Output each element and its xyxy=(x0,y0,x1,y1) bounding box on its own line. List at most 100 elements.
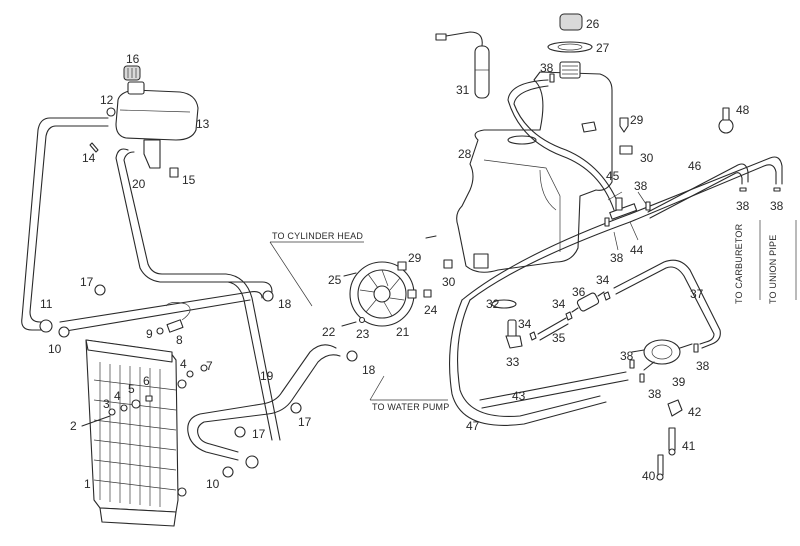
bolt-40 xyxy=(656,454,664,481)
callout-33: 33 xyxy=(506,355,520,369)
cap-16 xyxy=(123,65,141,81)
nut-15 xyxy=(169,167,179,178)
clamp-34c xyxy=(603,291,611,301)
fuel-filter-36 xyxy=(571,291,605,313)
callout-35: 35 xyxy=(552,331,566,345)
leader-water-pump xyxy=(369,375,448,401)
callout-16: 16 xyxy=(126,52,140,66)
callout-13: 13 xyxy=(196,117,210,131)
washer-3 xyxy=(108,408,116,416)
hose-11 xyxy=(21,117,263,333)
clip-32 xyxy=(491,299,517,309)
callout-38h: 38 xyxy=(696,359,710,373)
expansion-tank xyxy=(115,81,199,169)
bolt-41 xyxy=(668,427,676,456)
callout-18a: 18 xyxy=(278,297,292,311)
clamp-17b xyxy=(234,426,246,438)
hose-37 xyxy=(613,259,721,349)
callout-20: 20 xyxy=(132,177,146,191)
screw-25 xyxy=(343,272,357,277)
clamp-18a xyxy=(262,290,274,302)
callout-47: 47 xyxy=(466,419,480,433)
fuel-tank xyxy=(456,61,613,273)
callout-22: 22 xyxy=(322,325,336,339)
hose-46 xyxy=(647,163,749,213)
callout-15: 15 xyxy=(182,173,196,187)
bushing-5 xyxy=(131,399,141,409)
hose-45 xyxy=(507,79,615,211)
grommet-4b xyxy=(186,370,194,378)
nut-7 xyxy=(200,364,208,372)
callout-19: 19 xyxy=(260,369,274,383)
sender-31 xyxy=(435,31,490,99)
label-to-union-pipe: TO UNION PIPE xyxy=(768,234,778,304)
callout-3: 3 xyxy=(103,397,110,411)
label-to-carburetor: TO CARBURETOR xyxy=(734,223,744,304)
fuel-pump-39 xyxy=(631,339,693,371)
callout-10a: 10 xyxy=(48,342,62,356)
callout-31: 31 xyxy=(456,83,470,97)
callout-26: 26 xyxy=(586,17,600,31)
callout-11: 11 xyxy=(40,297,53,311)
hose-19 xyxy=(187,344,341,461)
callout-40: 40 xyxy=(642,469,656,483)
clamp-18b xyxy=(346,350,358,362)
washer-23 xyxy=(358,316,366,324)
callout-38a: 38 xyxy=(540,61,554,75)
screw-22 xyxy=(341,321,357,327)
callout-24: 24 xyxy=(424,303,438,317)
nut-30b xyxy=(443,259,453,269)
callout-38g: 38 xyxy=(648,387,662,401)
screw-14 xyxy=(89,142,99,153)
callout-30b: 30 xyxy=(442,275,456,289)
leaders-tpiece xyxy=(607,191,647,251)
hose-43 xyxy=(479,371,627,401)
callout-42: 42 xyxy=(688,405,702,419)
washer-9 xyxy=(156,327,164,335)
callout-45: 45 xyxy=(606,169,620,183)
callout-34c: 34 xyxy=(596,273,610,287)
callout-38d: 38 xyxy=(736,199,750,213)
callout-38e: 38 xyxy=(770,199,784,213)
callout-9: 9 xyxy=(146,327,153,341)
callout-38c: 38 xyxy=(610,251,624,265)
clamp-48 xyxy=(718,107,734,134)
leader-cylinder-head xyxy=(269,241,364,307)
nut-24 xyxy=(423,289,432,298)
clamp-17a xyxy=(94,284,106,296)
hose-fitting-19 xyxy=(245,455,259,469)
callout-1: 1 xyxy=(84,477,91,491)
callout-4a: 4 xyxy=(114,389,121,403)
clamp-12 xyxy=(106,107,116,117)
callout-38f: 38 xyxy=(620,349,634,363)
callout-41: 41 xyxy=(682,439,696,453)
callout-28: 28 xyxy=(458,147,472,161)
callout-14: 14 xyxy=(82,151,96,165)
callout-23: 23 xyxy=(356,327,370,341)
gasket-27 xyxy=(547,41,593,53)
clamp-10b xyxy=(222,466,234,478)
screw-29b xyxy=(425,235,437,239)
callout-6: 6 xyxy=(143,374,150,388)
callout-12: 12 xyxy=(100,93,114,107)
clamp-17c xyxy=(290,402,302,414)
callout-4b: 4 xyxy=(180,357,187,371)
callout-37: 37 xyxy=(690,287,704,301)
callout-32: 32 xyxy=(486,297,500,311)
screw-29a xyxy=(619,117,629,133)
callout-30a: 30 xyxy=(640,151,654,165)
callout-48: 48 xyxy=(736,103,750,117)
fuel-tap-33 xyxy=(505,319,523,349)
callout-25: 25 xyxy=(328,273,342,287)
nut-30a xyxy=(619,145,633,155)
t-piece-44 xyxy=(609,197,638,220)
hose-47 xyxy=(456,156,783,418)
sensor-8 xyxy=(165,302,191,333)
clamp-34b xyxy=(565,311,573,321)
callout-10b: 10 xyxy=(206,477,220,491)
hose-upper-right xyxy=(177,281,273,293)
callout-38b: 38 xyxy=(634,179,648,193)
callout-8: 8 xyxy=(176,333,183,347)
